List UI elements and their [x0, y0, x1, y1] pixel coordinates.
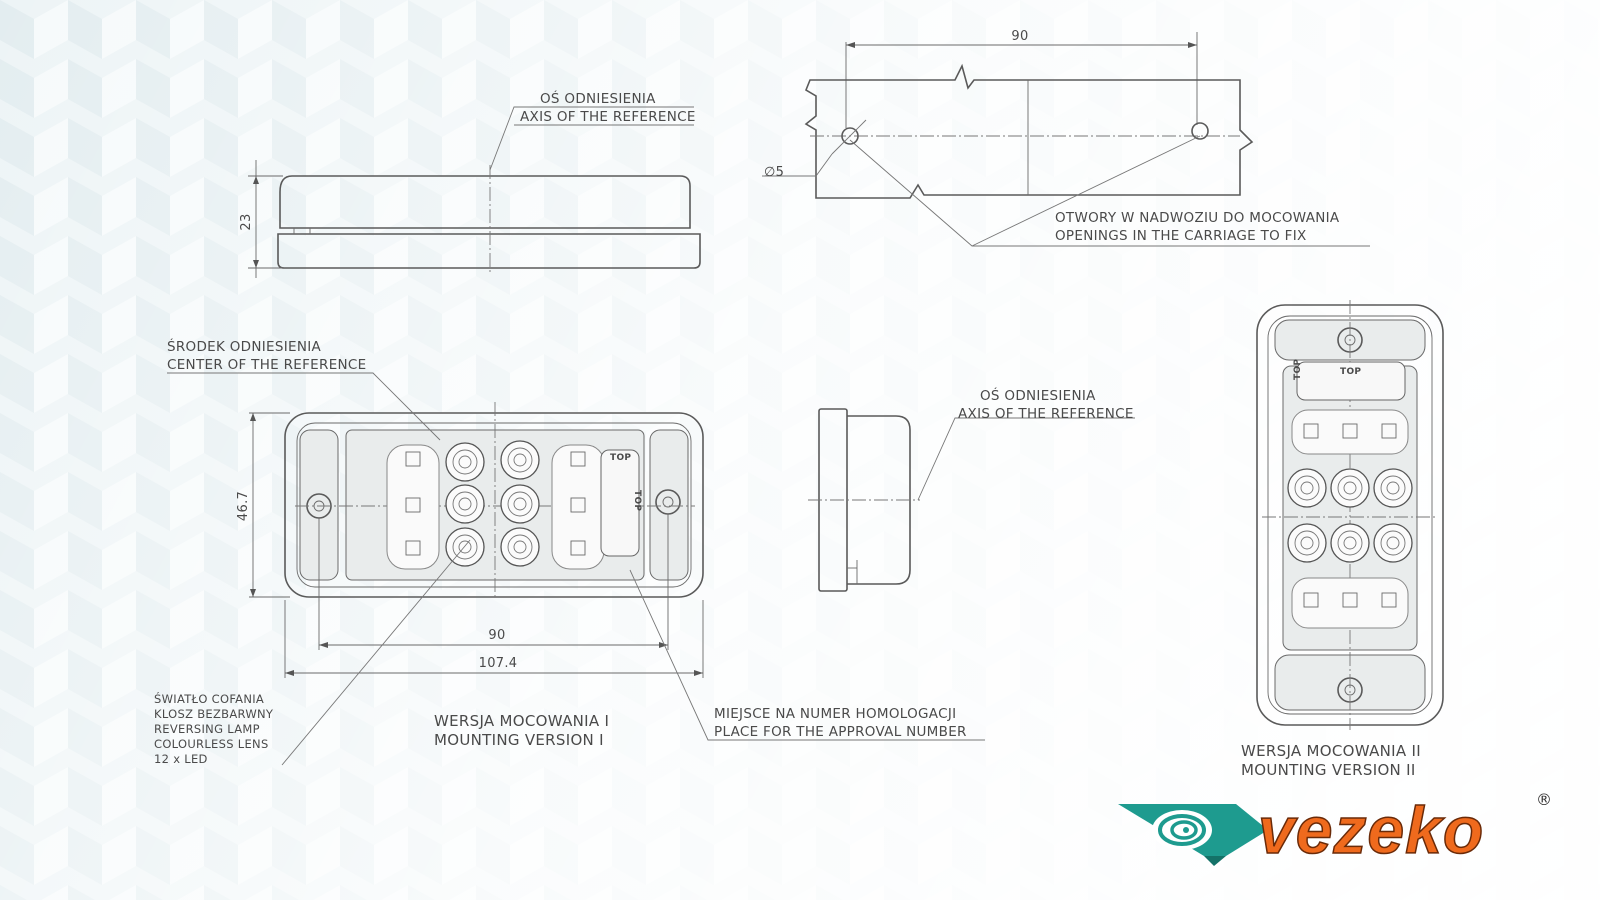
vezeko-logo: vezeko ® — [1118, 790, 1558, 880]
top-mark-3: TOP — [1340, 367, 1361, 377]
lamp-line-5: 12 x LED — [154, 752, 208, 766]
lamp-line-2: KLOSZ BEZBARWNY — [154, 707, 274, 721]
axis-ref-top-pl: OŚ ODNIESIENIA — [540, 89, 656, 107]
lamp-line-4: COLOURLESS LENS — [154, 737, 269, 751]
version-1-en: MOUNTING VERSION I — [434, 731, 604, 749]
openings-pl: OTWORY W NADWOZIU DO MOCOWANIA — [1055, 210, 1340, 226]
registered-mark: ® — [1536, 790, 1552, 809]
mounting-holes-view: 90 ∅5 OTWORY W NADWOZIU DO MOCOWANIA OPE… — [762, 29, 1370, 247]
dim-height: 23 — [239, 213, 254, 230]
dim-front-hole-spacing: 90 — [488, 628, 505, 643]
vezeko-emblem-icon — [1118, 804, 1268, 866]
version-2-pl: WERSJA MOCOWANIA II — [1241, 742, 1421, 760]
version-1-pl: WERSJA MOCOWANIA I — [434, 712, 609, 730]
brand-name: vezeko — [1257, 792, 1485, 868]
approval-en: PLACE FOR THE APPROVAL NUMBER — [714, 724, 967, 740]
side-profile-view: OŚ ODNIESIENIA AXIS OF THE REFERENCE — [808, 386, 1135, 592]
lamp-line-1: ŚWIATŁO COFANIA — [154, 691, 264, 706]
dim-overall-length: 107.4 — [479, 656, 518, 671]
axis-ref-top-en: AXIS OF THE REFERENCE — [520, 109, 696, 125]
approval-pl: MIEJSCE NA NUMER HOMOLOGACJI — [714, 706, 956, 722]
top-mark-4: TOP — [1293, 359, 1303, 380]
dim-hole-diameter: ∅5 — [764, 165, 784, 180]
dim-front-height: 46.7 — [236, 491, 251, 521]
axis-ref-side-en: AXIS OF THE REFERENCE — [958, 406, 1134, 422]
top-mark-2: TOP — [632, 490, 642, 511]
center-ref-en: CENTER OF THE REFERENCE — [167, 357, 366, 373]
center-ref-pl: ŚRODEK ODNIESIENIA — [167, 337, 322, 355]
front-view-version-2: TOP TOP WERSJA MOCOWANIA II MOUNTING VER… — [1241, 300, 1444, 779]
front-view-version-1: TOP TOP 46.7 90 107.4 ŚRODEK ODNIESIENIA… — [154, 337, 985, 766]
axis-ref-side-pl: OŚ ODNIESIENIA — [980, 386, 1096, 404]
lamp-line-3: REVERSING LAMP — [154, 722, 260, 736]
openings-en: OPENINGS IN THE CARRIAGE TO FIX — [1055, 228, 1307, 244]
version-2-en: MOUNTING VERSION II — [1241, 761, 1416, 779]
top-mark-1: TOP — [610, 453, 631, 463]
side-view-top: 23 OŚ ODNIESIENIA AXIS OF THE REFERENCE — [239, 89, 701, 278]
dim-hole-spacing-top: 90 — [1011, 29, 1028, 44]
